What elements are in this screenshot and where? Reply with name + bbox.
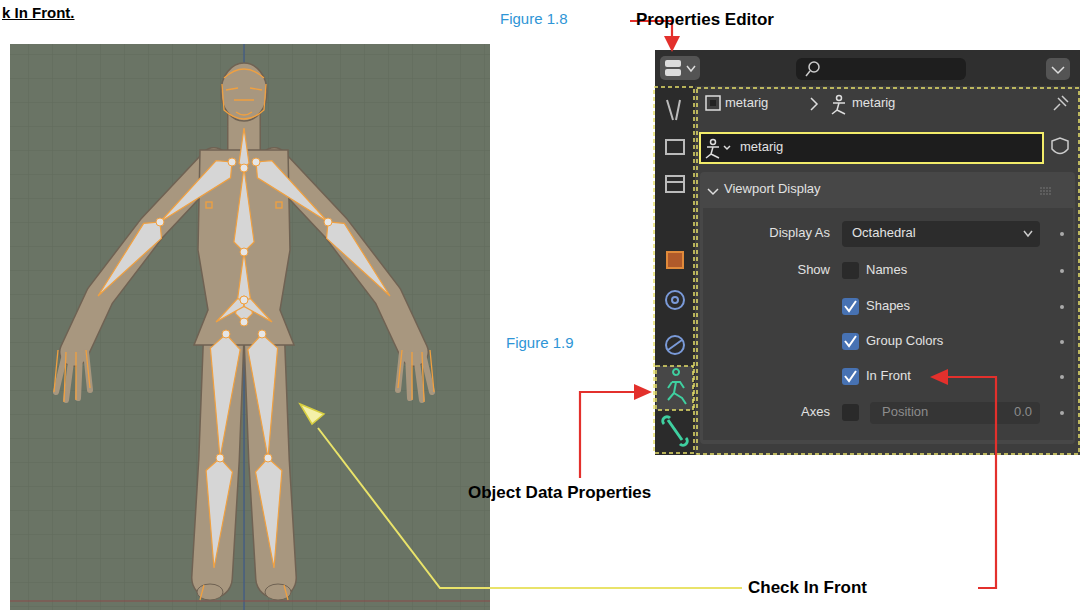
bone-joint (240, 164, 248, 172)
active-tab (656, 366, 693, 410)
properties-panel (655, 50, 1080, 455)
arrowhead (300, 404, 324, 424)
header-bar (655, 50, 1080, 86)
bone (244, 299, 272, 322)
dropdown (842, 221, 1040, 247)
tab-column (655, 86, 695, 455)
panel-body (703, 208, 1073, 440)
viewport-display-panel (700, 172, 1075, 444)
breadcrumb: metarig (852, 96, 895, 111)
panel-header: Viewport Display (724, 182, 821, 197)
tab-icons (666, 100, 684, 354)
bone (236, 252, 253, 322)
fake-user-icon (1052, 138, 1068, 154)
bone (206, 458, 232, 568)
editor-icon (665, 60, 695, 76)
bone-joint (324, 218, 332, 226)
field-text: Position (882, 405, 928, 420)
name-field (700, 133, 1043, 163)
search-field (796, 58, 966, 80)
bone-joint (216, 454, 224, 462)
armature-icon (832, 96, 845, 115)
keyframe-dots (1060, 232, 1064, 415)
bone-joint (240, 318, 248, 326)
field-label: Display As (769, 226, 830, 241)
bone-joint (228, 158, 236, 166)
callout-text: Check In Front (748, 578, 867, 598)
bone-joint (252, 158, 260, 166)
field-value: 0.0 (1014, 405, 1032, 420)
figure-number: Figure 1.8 (500, 10, 568, 27)
dashed-outline (697, 88, 1079, 454)
rig-bones (98, 128, 390, 568)
checkbox-label: Names (866, 263, 907, 278)
bone-joint (240, 296, 248, 304)
dashed-outline (654, 87, 694, 453)
viewport-grid (10, 44, 490, 610)
bone (327, 222, 390, 296)
bone-joint (156, 218, 164, 226)
bone (210, 334, 240, 458)
bone-joint (264, 454, 272, 462)
callout-text: Object Data Properties (468, 483, 651, 503)
dropdown-value: Octahedral (852, 226, 916, 241)
armature-icon (668, 369, 686, 404)
axis-line (10, 600, 490, 601)
bone (256, 161, 328, 222)
heading: k In Front. (2, 4, 75, 21)
editor-type-button (660, 56, 700, 80)
bone-joint (240, 296, 248, 304)
bone (160, 161, 232, 222)
checkbox-label: Group Colors (866, 334, 943, 349)
bone-joint (258, 330, 266, 338)
content-area (697, 88, 1079, 454)
breadcrumb-chevron (811, 98, 817, 110)
bone (248, 334, 278, 458)
checkboxes (842, 262, 859, 421)
figure-number: Figure 1.9 (506, 334, 574, 351)
checkbox-label: Shapes (866, 299, 910, 314)
name-field-text: metarig (740, 140, 783, 155)
checkbox-label: In Front (866, 369, 911, 384)
face-rig (54, 69, 434, 600)
breadcrumb: metarig (725, 96, 768, 111)
bone-joint (222, 330, 230, 338)
bone (234, 168, 254, 252)
bone-joint (240, 248, 248, 256)
field-label: Axes (801, 405, 830, 420)
callout-lines (580, 21, 996, 588)
callout-text: Properties Editor (636, 10, 774, 30)
position-field (870, 402, 1040, 424)
bone (239, 128, 249, 168)
dashed-outline (656, 366, 693, 410)
options-button (1046, 58, 1070, 80)
human-figure (56, 63, 432, 600)
bone (98, 222, 161, 296)
field-label: Show (797, 263, 830, 278)
viewport (10, 44, 490, 610)
callout-arrowheads (634, 36, 948, 400)
bone (256, 458, 282, 568)
bone (216, 299, 244, 322)
pin-icon (1054, 96, 1068, 110)
bone-icon (663, 417, 687, 445)
